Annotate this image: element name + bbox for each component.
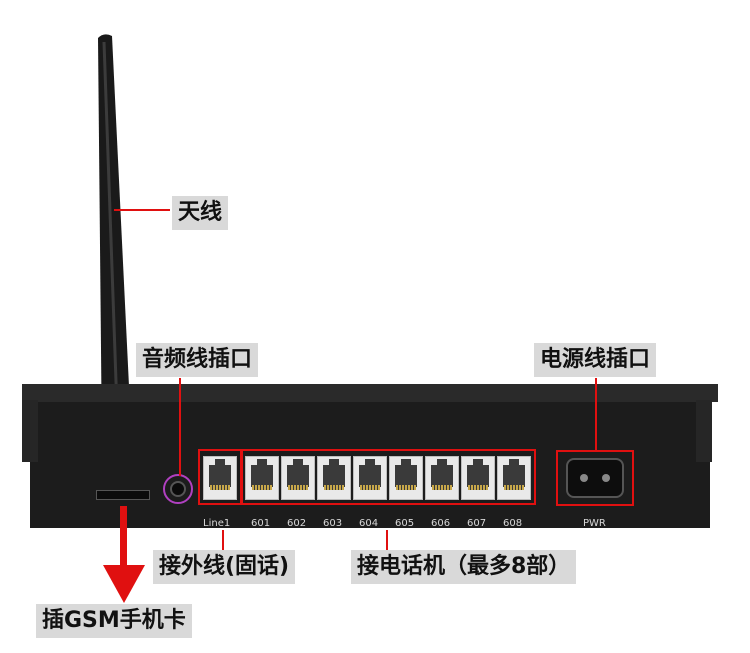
- power-leader: [595, 378, 597, 451]
- phone-port-601[interactable]: [245, 456, 279, 500]
- port-label-608: 608: [503, 518, 523, 529]
- outside-line-callout: 接外线(固话): [153, 550, 296, 584]
- port-label-607: 607: [467, 518, 487, 529]
- phone-port-606[interactable]: [425, 456, 459, 500]
- down-arrow-icon: [103, 565, 145, 603]
- phone-port-608[interactable]: [497, 456, 531, 500]
- power-socket-box: [556, 450, 634, 506]
- power-label: PWR: [583, 518, 606, 529]
- power-socket[interactable]: [566, 458, 624, 498]
- port-label-606: 606: [431, 518, 451, 529]
- port-label-604: 604: [359, 518, 379, 529]
- router-top-edge: [22, 384, 718, 402]
- phones-leader: [386, 530, 388, 550]
- sim-arrow-shaft: [120, 506, 127, 568]
- phone-port-602[interactable]: [281, 456, 315, 500]
- phone-port-603[interactable]: [317, 456, 351, 500]
- router-side-right: [696, 400, 712, 462]
- audio-jack-ring: [163, 474, 193, 504]
- audio-callout: 音频线插口: [136, 343, 259, 377]
- sim-callout: 插GSM手机卡: [36, 604, 192, 638]
- port-label-605: 605: [395, 518, 415, 529]
- port-label-603: 603: [323, 518, 343, 529]
- port-label-601: 601: [251, 518, 271, 529]
- audio-jack[interactable]: [170, 481, 186, 497]
- sim-slot[interactable]: [96, 490, 150, 500]
- antenna-leader: [114, 209, 170, 211]
- phones-callout: 接电话机（最多8部）: [351, 550, 577, 584]
- audio-leader: [179, 378, 181, 476]
- port-label-602: 602: [287, 518, 307, 529]
- phone-ports-box: [241, 449, 536, 505]
- line-port[interactable]: [203, 456, 237, 500]
- power-callout: 电源线插口: [534, 343, 657, 377]
- line-port-label: Line1: [203, 518, 231, 529]
- phone-port-605[interactable]: [389, 456, 423, 500]
- antenna-callout: 天线: [172, 196, 229, 230]
- phone-port-604[interactable]: [353, 456, 387, 500]
- phone-port-607[interactable]: [461, 456, 495, 500]
- router-side-left: [22, 400, 38, 462]
- line-leader: [222, 530, 224, 550]
